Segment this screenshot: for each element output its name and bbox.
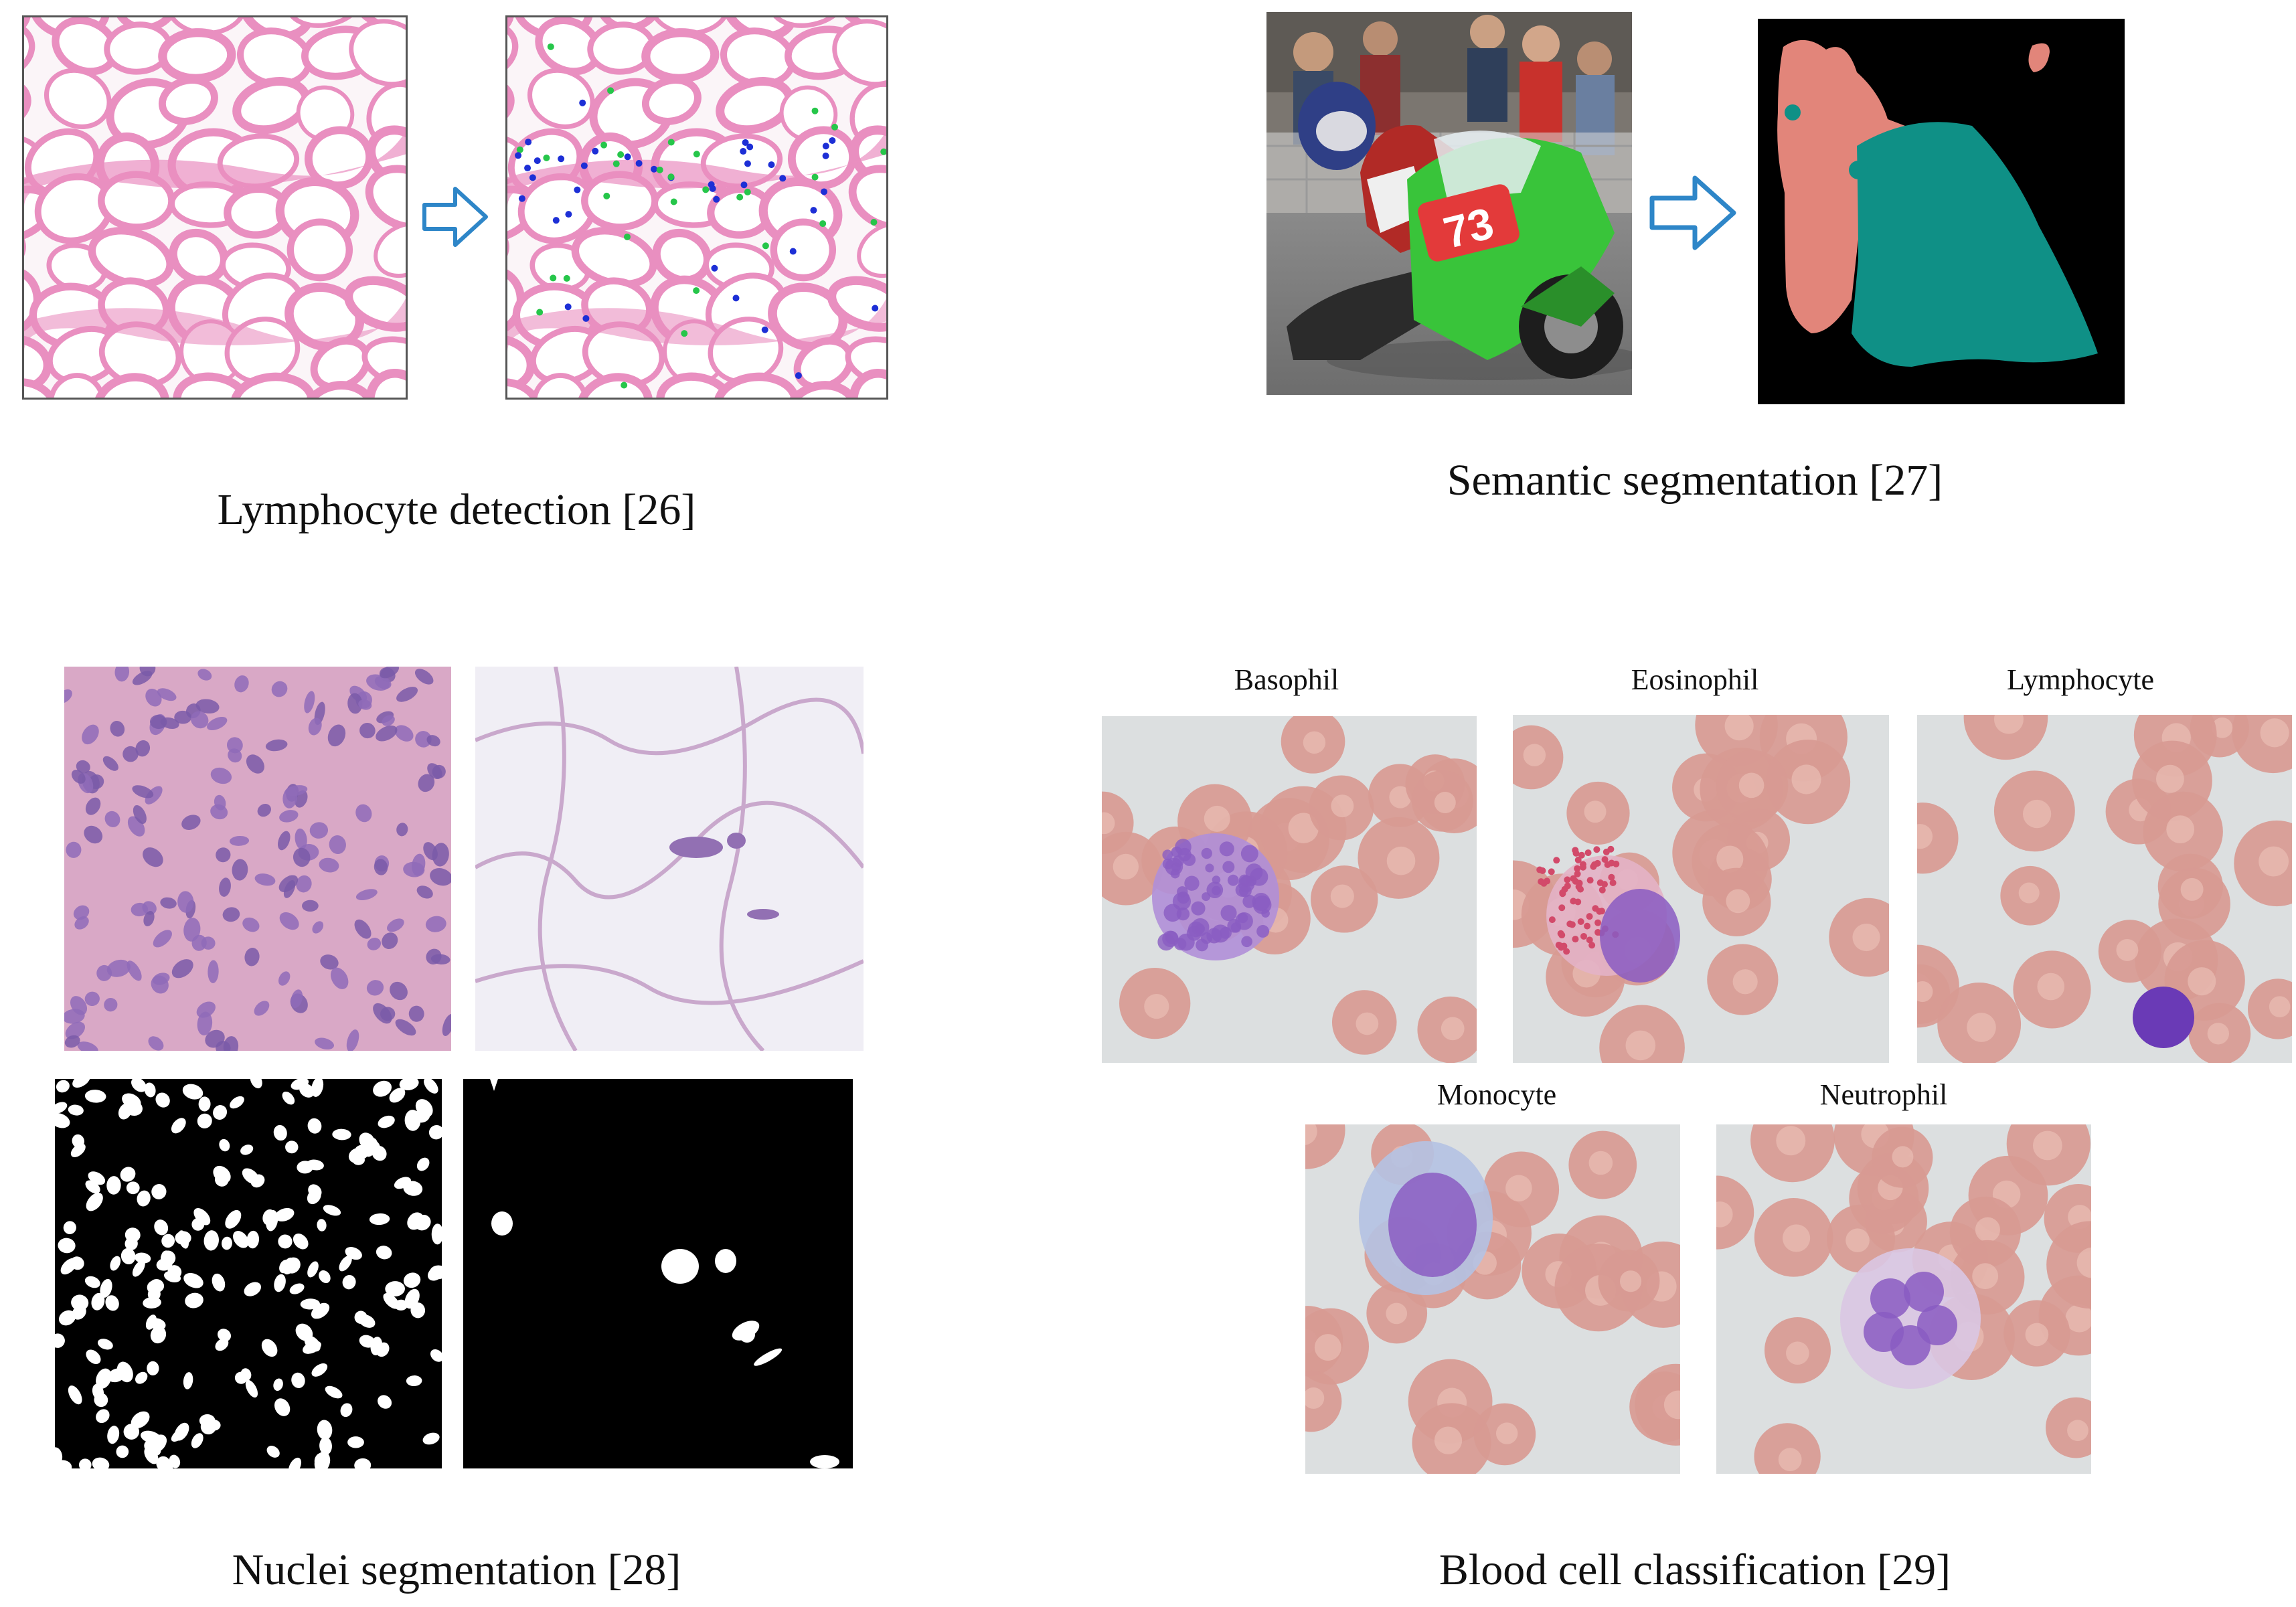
right-arrow-icon bbox=[1649, 175, 1736, 250]
nuclei-tissue-image-sparse bbox=[475, 667, 864, 1051]
motorcycle-photo: 73 bbox=[1266, 12, 1632, 395]
cell-label-neutrophil: Neutrophil bbox=[1819, 1078, 1948, 1111]
nuclei-mask-sparse bbox=[463, 1079, 853, 1468]
lymphocyte-detection-result-image bbox=[505, 15, 888, 400]
caption-blood-cell-classification: Blood cell classification [29] bbox=[1439, 1545, 1951, 1594]
caption-nuclei-segmentation: Nuclei segmentation [28] bbox=[232, 1545, 681, 1594]
nuclei-mask-dense bbox=[55, 1079, 442, 1468]
eosinophil-smear-image bbox=[1513, 715, 1889, 1063]
basophil-smear-image bbox=[1102, 716, 1477, 1063]
cell-label-monocyte: Monocyte bbox=[1437, 1078, 1557, 1111]
cell-label-eosinophil: Eosinophil bbox=[1631, 663, 1759, 696]
monocyte-smear-image bbox=[1305, 1124, 1680, 1474]
neutrophil-smear-image bbox=[1716, 1124, 2091, 1474]
cell-label-lymphocyte: Lymphocyte bbox=[2007, 663, 2154, 696]
caption-lymphocyte-detection: Lymphocyte detection [26] bbox=[217, 485, 696, 534]
right-arrow-icon bbox=[422, 187, 488, 247]
segmentation-mask-image bbox=[1758, 19, 2125, 404]
race-number-text: 73 bbox=[1439, 197, 1498, 258]
lymphocyte-tissue-image bbox=[22, 15, 408, 400]
caption-semantic-segmentation: Semantic segmentation [27] bbox=[1447, 456, 1943, 505]
lymphocyte-smear-image bbox=[1917, 715, 2292, 1063]
nuclei-tissue-image-dense bbox=[64, 667, 451, 1051]
cell-label-basophil: Basophil bbox=[1234, 663, 1339, 696]
